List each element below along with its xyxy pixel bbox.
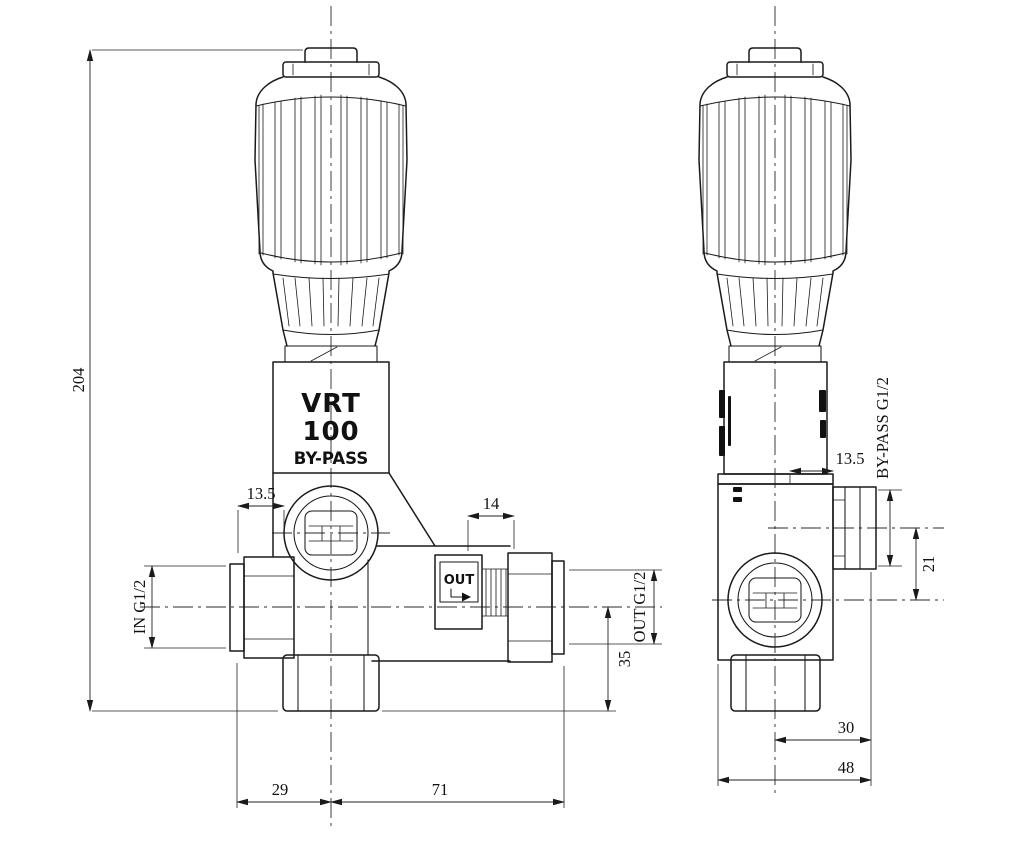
dim-outlet-span: 71 [330,666,565,808]
dim-overall-height: 204 [69,49,303,712]
dim-text-13-5-side: 13.5 [836,449,865,468]
valve-spring-housing-side [717,361,834,502]
dim-text-204: 204 [69,368,88,393]
outlet-port-face [551,560,565,655]
dim-port-spacing: 21 [912,527,938,601]
centerlines [140,6,944,830]
dim-text-35: 35 [615,651,634,668]
dim-text-out-g12: OUT G1/2 [630,572,649,643]
valve-model-line1: VRT [301,389,361,419]
flow-indicator-plate [439,561,479,603]
bypass-port-side [832,486,877,570]
dim-inlet-span: 29 [236,663,332,808]
out-marker-label: OUT [444,573,475,588]
dim-text-29: 29 [272,780,289,799]
valve-model-line3: BY-PASS [294,449,368,468]
embossed-text-side [719,390,826,502]
pilot-boss-front [283,485,379,581]
dim-text-bypass-g12: BY-PASS G1/2 [873,377,892,479]
dim-outlet-boss-width: 14 [467,494,515,551]
dim-text-14: 14 [483,494,500,513]
valve-model-line2: 100 [302,417,359,447]
dim-text-21: 21 [919,556,938,573]
front-view: VRT 100 BY-PASS [69,47,662,808]
valve-body-front: OUT [229,472,565,712]
dim-outlet-thread: OUT G1/2 [569,569,662,645]
inlet-port-front [229,556,295,659]
port-boss-side [727,552,823,648]
valve-body-side [717,483,877,712]
side-view: BY-PASS G1/2 13.5 21 30 48 [698,47,938,786]
outlet-assembly-front: OUT [371,545,565,663]
dim-text-13-5-front: 13.5 [247,484,276,503]
dim-outlet-drop: 35 [382,606,634,712]
dim-pilot-offset: 13.5 [237,484,285,553]
dim-text-71: 71 [432,780,449,799]
valve-spring-housing-front: VRT 100 BY-PASS [272,361,390,474]
bottom-cap-side [730,654,821,712]
dim-bypass-reach: 30 [774,572,872,786]
dim-text-48: 48 [838,758,855,777]
flow-arrow [450,588,463,598]
bottom-cap-front [282,654,380,712]
dim-bypass-offset: 13.5 [789,449,865,483]
dim-text-in-g12: IN G1/2 [130,580,149,635]
dim-text-30: 30 [838,718,855,737]
dim-overall-depth: 48 [717,664,872,786]
dim-inlet-thread: IN G1/2 [130,565,226,649]
dim-bypass-thread: BY-PASS G1/2 [873,377,902,567]
